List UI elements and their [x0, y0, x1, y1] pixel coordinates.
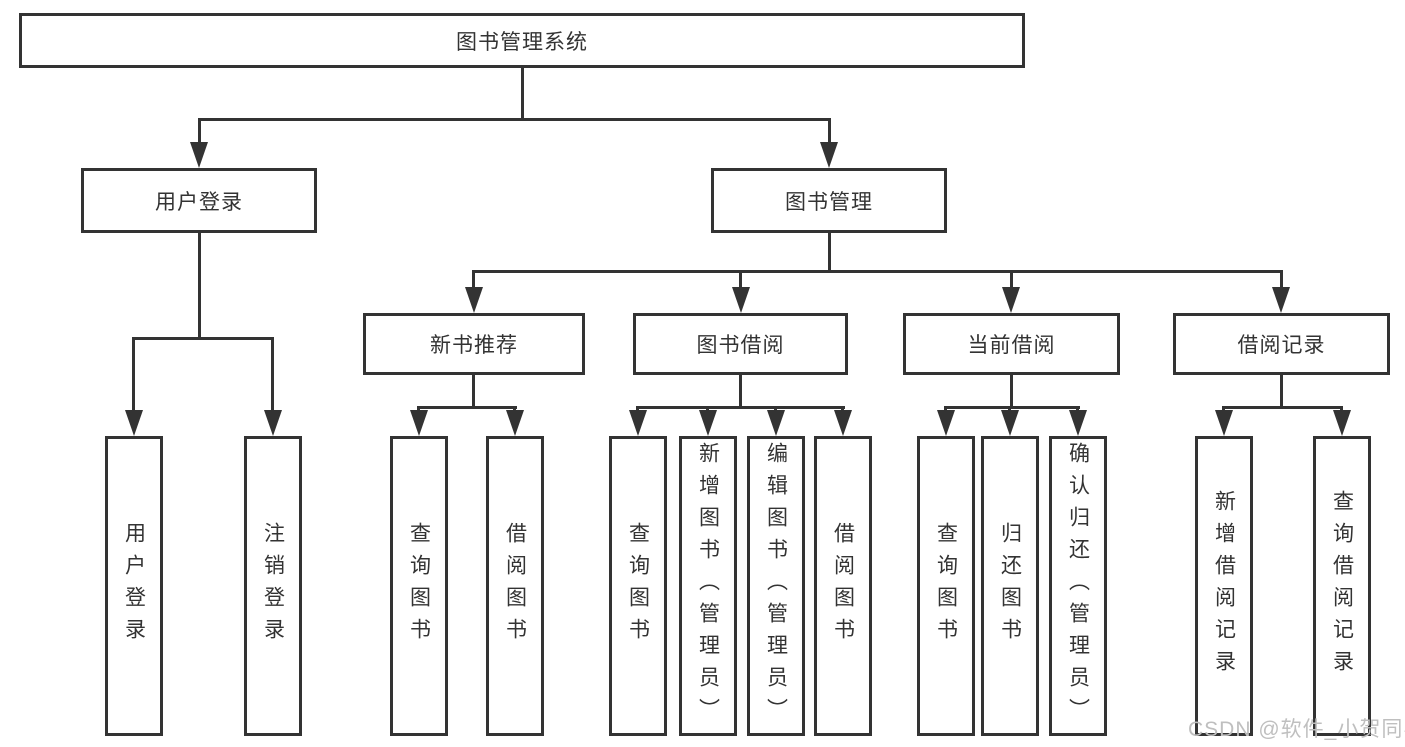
- node-leaf-edit-book-admin: 编辑图书（管理员）: [747, 436, 805, 736]
- connector-line: [198, 118, 831, 121]
- csdn-watermark: CSDN @软件_小贺同学: [1188, 718, 1405, 741]
- node-leaf-borrow-books-2: 借阅图书: [814, 436, 872, 736]
- node-leaf-user-login: 用户登录: [105, 436, 163, 736]
- node-label: 借阅记录: [1237, 334, 1326, 357]
- node-leaf-add-borrow-record: 新增借阅记录: [1195, 436, 1253, 736]
- node-book-borrow: 图书借阅: [633, 313, 848, 375]
- node-label: 查询图书: [407, 522, 431, 650]
- connector-line: [1222, 406, 1343, 409]
- node-label: 编辑图书（管理员）: [764, 442, 788, 730]
- arrowhead-down-icon: [1002, 287, 1020, 313]
- connector-line: [1010, 270, 1013, 288]
- arrowhead-down-icon: [264, 410, 282, 436]
- node-library-management-system: 图书管理系统: [19, 13, 1025, 68]
- node-label: 确认归还（管理员）: [1066, 442, 1090, 730]
- node-label: 查询借阅记录: [1330, 490, 1354, 682]
- node-leaf-add-book-admin: 新增图书（管理员）: [679, 436, 737, 736]
- connector-line: [417, 406, 420, 412]
- arrowhead-down-icon: [190, 142, 208, 168]
- node-label: 图书借阅: [696, 334, 785, 357]
- connector-line: [472, 375, 475, 408]
- node-label: 用户登录: [155, 190, 243, 214]
- node-label: 新增借阅记录: [1212, 490, 1236, 682]
- node-new-book-recommend: 新书推荐: [363, 313, 585, 375]
- connector-line: [513, 406, 516, 412]
- node-leaf-query-books-2: 查询图书: [609, 436, 667, 736]
- arrowhead-down-icon: [1069, 410, 1087, 436]
- connector-line: [132, 337, 135, 412]
- connector-line: [1280, 270, 1283, 288]
- node-label: 新增图书（管理员）: [696, 442, 720, 730]
- node-label: 注销登录: [261, 522, 285, 650]
- connector-line: [636, 406, 845, 409]
- connector-line: [739, 270, 742, 288]
- connector-line: [1222, 406, 1225, 412]
- connector-line: [417, 406, 517, 409]
- connector-line: [841, 406, 844, 412]
- connector-line: [739, 375, 742, 408]
- connector-line: [472, 270, 1283, 273]
- arrowhead-down-icon: [820, 142, 838, 168]
- node-leaf-confirm-return-admin: 确认归还（管理员）: [1049, 436, 1107, 736]
- node-user-login-group: 用户登录: [81, 168, 317, 233]
- node-label: 图书管理: [785, 190, 873, 214]
- connector-line: [271, 337, 274, 412]
- connector-line: [828, 118, 831, 144]
- node-leaf-query-books-1: 查询图书: [390, 436, 448, 736]
- node-book-management: 图书管理: [711, 168, 947, 233]
- connector-line: [944, 406, 1080, 409]
- node-borrow-records: 借阅记录: [1173, 313, 1390, 375]
- node-label: 借阅图书: [503, 522, 527, 650]
- arrowhead-down-icon: [699, 410, 717, 436]
- node-label: 用户登录: [122, 522, 146, 650]
- connector-line: [521, 68, 524, 120]
- connector-line: [774, 406, 777, 412]
- connector-line: [706, 406, 709, 412]
- node-label: 查询图书: [626, 522, 650, 650]
- arrowhead-down-icon: [1001, 410, 1019, 436]
- node-leaf-query-borrow-record: 查询借阅记录: [1313, 436, 1371, 736]
- node-label: 新书推荐: [430, 334, 518, 357]
- connector-line: [636, 406, 639, 412]
- connector-line: [132, 337, 274, 340]
- arrowhead-down-icon: [937, 410, 955, 436]
- connector-line: [944, 406, 947, 412]
- node-label: 图书管理系统: [456, 30, 588, 54]
- arrowhead-down-icon: [732, 287, 750, 313]
- arrowhead-down-icon: [629, 410, 647, 436]
- node-leaf-query-books-3: 查询图书: [917, 436, 975, 736]
- connector-line: [1340, 406, 1343, 412]
- connector-line: [828, 233, 831, 272]
- connector-line: [472, 270, 475, 288]
- node-label: 归还图书: [998, 522, 1022, 650]
- arrowhead-down-icon: [465, 287, 483, 313]
- arrowhead-down-icon: [1272, 287, 1290, 313]
- arrowhead-down-icon: [1333, 410, 1351, 436]
- node-leaf-return-books: 归还图书: [981, 436, 1039, 736]
- node-leaf-logout: 注销登录: [244, 436, 302, 736]
- arrowhead-down-icon: [1215, 410, 1233, 436]
- node-current-borrow: 当前借阅: [903, 313, 1120, 375]
- node-label: 查询图书: [934, 522, 958, 650]
- arrowhead-down-icon: [834, 410, 852, 436]
- node-label: 当前借阅: [967, 334, 1056, 357]
- node-label: 借阅图书: [831, 522, 855, 650]
- node-leaf-borrow-books-1: 借阅图书: [486, 436, 544, 736]
- arrowhead-down-icon: [506, 410, 524, 436]
- connector-line: [1280, 375, 1283, 408]
- connector-line: [198, 233, 201, 340]
- arrowhead-down-icon: [125, 410, 143, 436]
- connector-line: [1008, 406, 1011, 412]
- arrowhead-down-icon: [767, 410, 785, 436]
- connector-line: [1010, 375, 1013, 408]
- arrowhead-down-icon: [410, 410, 428, 436]
- connector-line: [198, 118, 201, 144]
- connector-line: [1076, 406, 1079, 412]
